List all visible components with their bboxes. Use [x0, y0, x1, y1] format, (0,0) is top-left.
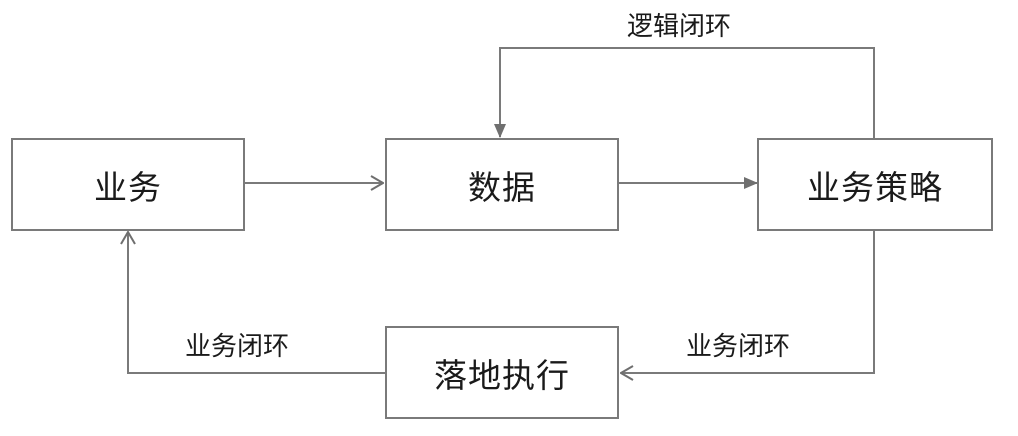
node-business-label: 业务 — [94, 167, 162, 207]
node-strategy: 业务策略 — [757, 138, 993, 231]
edge-label-business-loop-right: 业务闭环 — [686, 332, 791, 362]
node-data: 数据 — [385, 138, 619, 231]
edge-logic-loop — [494, 47, 875, 138]
edge-label-logic-loop: 逻辑闭环 — [627, 12, 732, 42]
node-data-label: 数据 — [468, 167, 536, 207]
node-business: 业务 — [11, 138, 245, 231]
node-execution-label: 落地执行 — [434, 355, 570, 395]
edge-label-business-loop-left: 业务闭环 — [185, 332, 290, 362]
node-execution: 落地执行 — [385, 326, 619, 419]
node-strategy-label: 业务策略 — [807, 167, 943, 207]
edge-strategy-to-execution — [621, 231, 875, 373]
edge-execution-to-business — [128, 232, 385, 374]
